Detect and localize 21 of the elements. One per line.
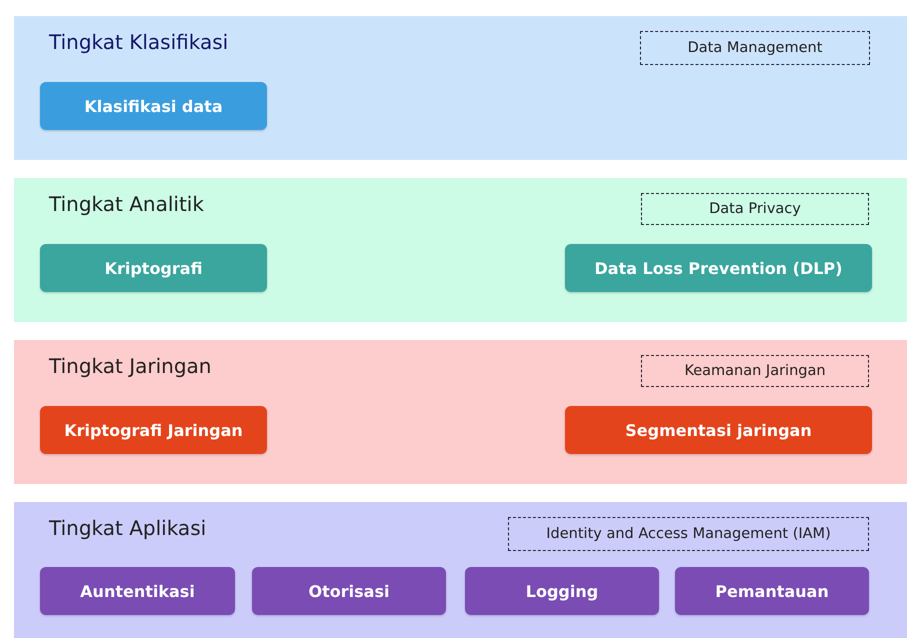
layer-heading: Tingkat Aplikasi — [49, 516, 206, 540]
component-box: Kriptografi — [40, 244, 267, 292]
category-tag: Identity and Access Management (IAM) — [508, 517, 869, 551]
component-box: Klasifikasi data — [40, 82, 267, 130]
layer-heading: Tingkat Jaringan — [49, 354, 212, 378]
component-box: Otorisasi — [252, 567, 446, 615]
component-box: Segmentasi jaringan — [565, 406, 872, 454]
component-box: Kriptografi Jaringan — [40, 406, 267, 454]
category-tag: Data Privacy — [641, 193, 869, 225]
layer-band — [14, 178, 907, 322]
layer-heading: Tingkat Analitik — [49, 192, 204, 216]
component-box: Data Loss Prevention (DLP) — [565, 244, 872, 292]
component-box: Pemantauan — [675, 567, 869, 615]
category-tag: Keamanan Jaringan — [641, 355, 869, 387]
layer-band — [14, 16, 907, 160]
layer-heading: Tingkat Klasifikasi — [49, 30, 228, 54]
category-tag: Data Management — [640, 31, 870, 65]
layer-band — [14, 340, 907, 484]
component-box: Logging — [465, 567, 659, 615]
component-box: Auntentikasi — [40, 567, 235, 615]
layer-band — [14, 502, 907, 638]
